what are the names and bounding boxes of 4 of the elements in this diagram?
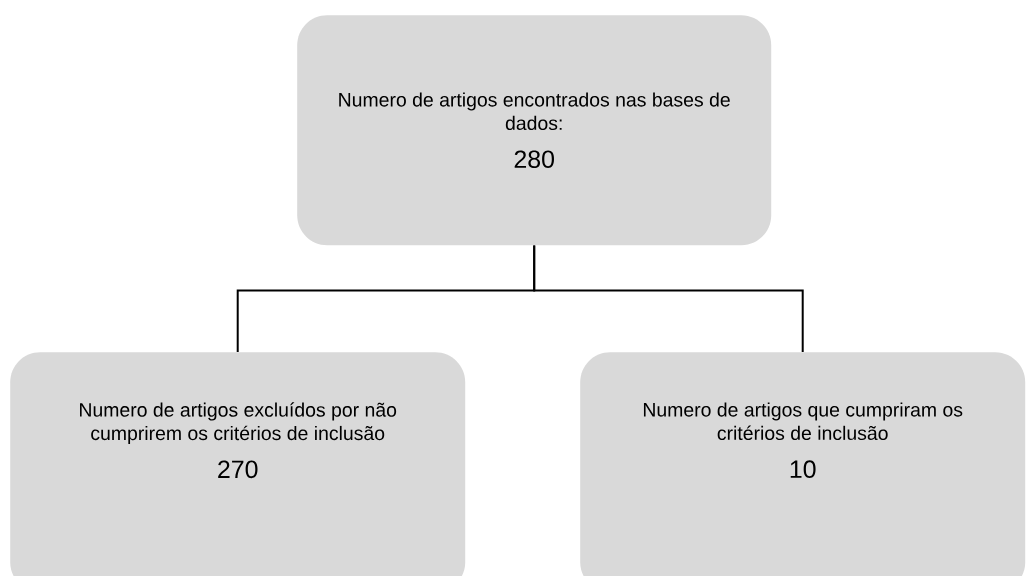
process-box: Numero de artigos que cumpriram os critérios de inclusão 10	[580, 352, 1026, 576]
process-box: Numero de artigos encontrados nas bases de dados: 280	[297, 15, 772, 246]
connector	[533, 244, 804, 353]
process-box: Numero de artigos excluídos por não cumprirem os critérios de inclusão 270	[10, 352, 466, 576]
